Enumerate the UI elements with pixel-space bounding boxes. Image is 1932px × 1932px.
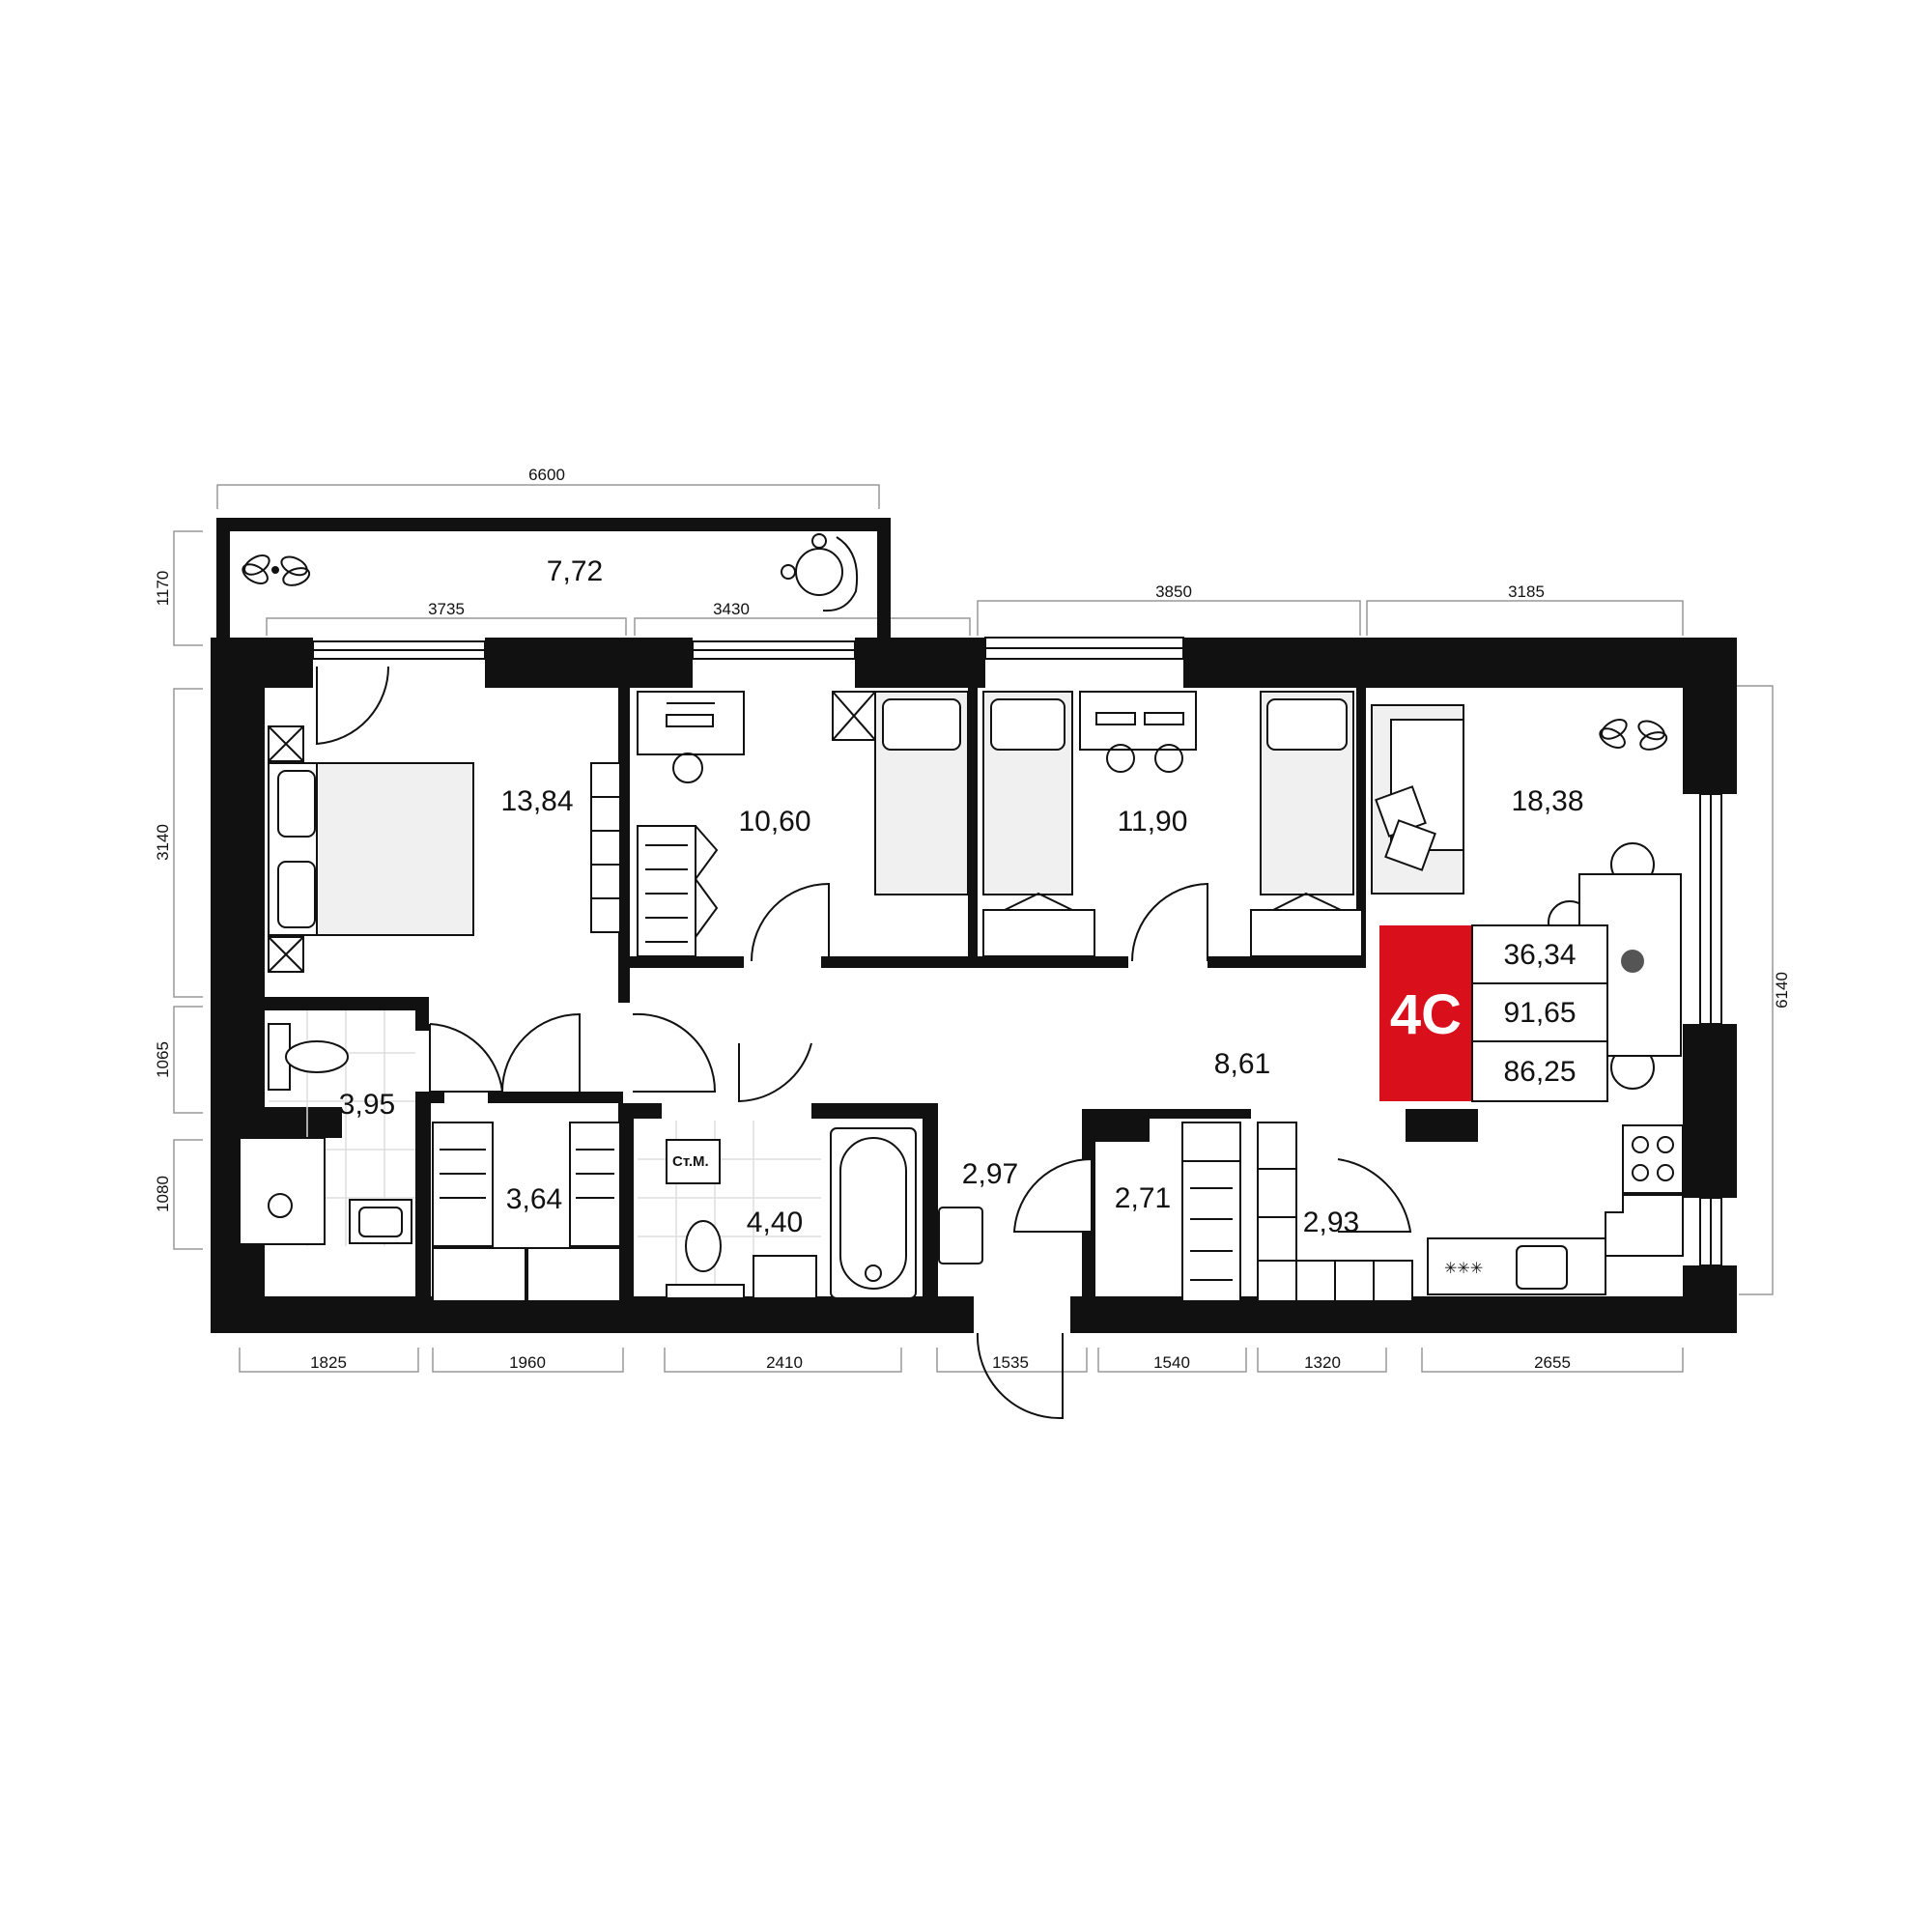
- dim-top-kitchen: 3185: [1508, 582, 1545, 601]
- washer-label: Ст.М.: [672, 1153, 709, 1170]
- room-area-bedroom-2: 10,60: [738, 806, 810, 838]
- kitchen-living-furniture: ✳✳✳: [1371, 704, 1684, 1295]
- storage-wardrobe: [1181, 1160, 1241, 1302]
- room-area-hallway: 8,61: [1214, 1048, 1270, 1080]
- room-area-bedroom-3: 11,90: [1118, 806, 1188, 838]
- ottoman: [938, 1207, 983, 1264]
- toilet-icon: [685, 1220, 722, 1272]
- bathroom-2-fixtures: Ст.М.: [638, 1121, 917, 1299]
- room-area-bedroom-main: 13,84: [500, 785, 573, 817]
- total-area: 91,65: [1503, 997, 1576, 1029]
- room-area-bathroom-1: 3,95: [339, 1089, 395, 1121]
- table-chairs-icon: [781, 533, 859, 612]
- sink: [753, 1255, 817, 1299]
- drawer-right: [1250, 909, 1363, 957]
- room-area-dressing: 3,64: [506, 1183, 562, 1215]
- dim-left-bedroom: 3140: [154, 824, 172, 861]
- wardrobe: [637, 825, 696, 957]
- stove: [1622, 1124, 1684, 1194]
- room-area-balcony: 7,72: [547, 555, 603, 587]
- dim-left-bath-top: 1065: [154, 1041, 172, 1078]
- doors: [316, 666, 1412, 1420]
- type-label: 4С: [1390, 983, 1462, 1046]
- drawer-unit-left: [432, 1247, 526, 1302]
- dim-bottom-6: 1320: [1304, 1353, 1341, 1372]
- washing-machine: [666, 1139, 721, 1184]
- entry-storage-furniture: [938, 1122, 1413, 1302]
- room-area-storage-2: 2,93: [1303, 1207, 1359, 1238]
- bedroom-2-furniture: [637, 691, 969, 957]
- drawer-unit-right: [526, 1247, 621, 1302]
- windows: [312, 637, 1722, 1266]
- dim-bottom-1: 1825: [310, 1353, 347, 1372]
- shelving: [1257, 1122, 1297, 1302]
- dimension-lines: [173, 484, 1774, 1373]
- wardrobe-right: [569, 1122, 621, 1247]
- stove-icon: ✳✳✳: [1444, 1261, 1483, 1277]
- bathroom-1-fixtures: [239, 1010, 415, 1246]
- room-area-storage-1: 2,71: [1115, 1182, 1171, 1214]
- toilet-icon: [285, 1040, 349, 1073]
- plant-icon: [242, 554, 311, 586]
- room-area-bathroom-2: 4,40: [747, 1207, 803, 1238]
- room-area-kitchen-living: 18,38: [1511, 785, 1583, 817]
- area-without-balcony: 86,25: [1503, 1056, 1576, 1088]
- room-labels: 7,72 13,84 10,60 11,90 18,38 8,61 3,95 3…: [339, 555, 1584, 1238]
- dim-top-total: 6600: [528, 466, 565, 484]
- dim-bottom-3: 2410: [766, 1353, 803, 1372]
- room-area-entry: 2,97: [962, 1158, 1018, 1190]
- kitchen-sink: [1516, 1245, 1568, 1290]
- dressing-room-furniture: [432, 1122, 621, 1302]
- bedroom-3-furniture: [982, 691, 1363, 957]
- walls: [211, 518, 1737, 1333]
- living-area: 36,34: [1503, 939, 1576, 971]
- shelf-unit: [590, 762, 621, 933]
- storage-box: [1181, 1122, 1241, 1162]
- shower-tray: [239, 1137, 326, 1245]
- dim-bottom-4: 1535: [992, 1353, 1029, 1372]
- dim-left-balcony: 1170: [154, 571, 172, 607]
- apartment-summary: 4С 36,34 91,65 86,25: [1379, 924, 1608, 1102]
- dim-bottom-2: 1960: [509, 1353, 546, 1372]
- dim-left-bath-bottom: 1080: [154, 1176, 172, 1212]
- main-bedroom-furniture: [268, 725, 621, 973]
- dim-right-total: 6140: [1773, 972, 1791, 1009]
- type-badge: [1379, 925, 1472, 1101]
- wardrobe-left: [432, 1122, 494, 1247]
- balcony-furniture: [242, 533, 859, 612]
- dimension-labels: 6600 3735 3430 3850 3185 1170 3140 1065 …: [154, 466, 1791, 1372]
- dim-bottom-7: 2655: [1534, 1353, 1571, 1372]
- drawer-left: [982, 909, 1095, 957]
- dim-top-balcony-right: 3430: [713, 600, 750, 618]
- plant-icon: [1599, 719, 1668, 751]
- dim-top-bedroom-main: 3735: [428, 600, 465, 618]
- dim-top-bedroom-3: 3850: [1155, 582, 1192, 601]
- dim-bottom-5: 1540: [1153, 1353, 1190, 1372]
